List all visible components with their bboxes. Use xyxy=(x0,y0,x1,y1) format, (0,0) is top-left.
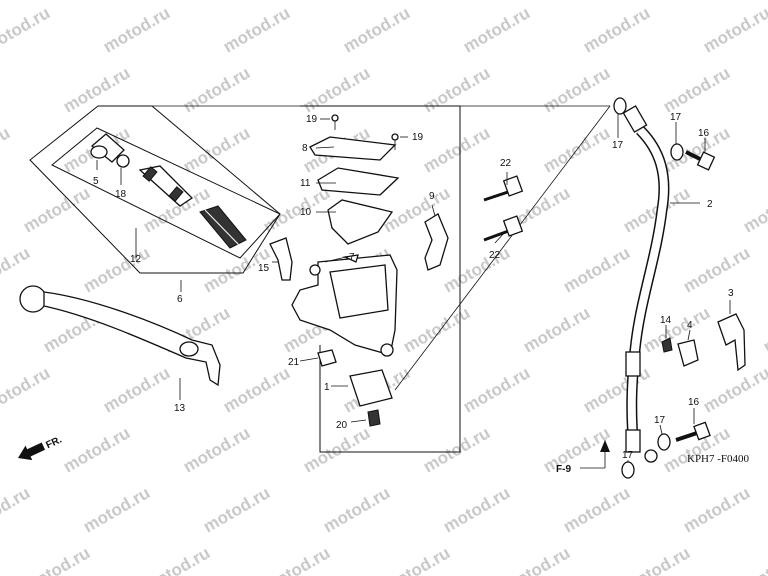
reservoir-cap-8 xyxy=(309,136,397,161)
holder-bolt-22 xyxy=(483,175,524,242)
master-cylinder-body xyxy=(291,254,398,357)
callout-10: 10 xyxy=(300,207,312,218)
callout-1: 1 xyxy=(324,382,330,393)
callout-4: 4 xyxy=(687,320,693,331)
brake-hose-2 xyxy=(622,105,670,463)
sealing-washer-17 xyxy=(657,433,671,451)
callout-19: 19 xyxy=(412,132,424,143)
callout-12: 12 xyxy=(130,254,142,265)
piston-12 xyxy=(138,165,194,207)
front-direction-arrow: FR. xyxy=(18,434,64,461)
callout-3: 3 xyxy=(728,288,734,299)
front-stop-switch-1 xyxy=(349,369,393,407)
assembly-frame-12 xyxy=(51,127,281,259)
brake-hose-bolt-16 xyxy=(675,150,716,442)
sealing-washer-17 xyxy=(670,143,684,161)
reference-label: F-9 xyxy=(556,464,571,475)
sealing-washer-17 xyxy=(613,97,627,115)
reference-arrow xyxy=(580,440,610,469)
callout-2: 2 xyxy=(707,199,713,210)
circlip-18 xyxy=(116,154,130,168)
callout-22: 22 xyxy=(500,158,512,169)
hose-clamp-4 xyxy=(677,339,699,367)
diagram-code: KPH7 -F0400 xyxy=(687,453,750,465)
master-cylinder-frame xyxy=(300,105,461,453)
callout-7: 7 xyxy=(349,252,355,263)
callout-11: 11 xyxy=(300,178,311,189)
diaphragm-plate-11 xyxy=(317,167,400,196)
pivot-bolt-15 xyxy=(269,237,293,281)
callout-8: 8 xyxy=(302,143,308,154)
master-cylinder-holder-9 xyxy=(424,213,449,271)
callout-15: 15 xyxy=(258,263,270,274)
callout-20: 20 xyxy=(336,420,348,431)
callout-16: 16 xyxy=(698,128,710,139)
svg-text:FR.: FR. xyxy=(44,434,63,451)
callout-17: 17 xyxy=(612,140,624,151)
callout-19: 19 xyxy=(306,114,318,125)
screw-19 xyxy=(331,114,399,150)
callout-17: 17 xyxy=(670,112,682,123)
brake-lever-13 xyxy=(19,285,221,387)
callout-13: 13 xyxy=(174,403,186,414)
callout-22: 22 xyxy=(489,250,501,261)
callout-14: 14 xyxy=(660,315,672,326)
nut-21 xyxy=(317,349,337,367)
assembly-frame-6 xyxy=(29,105,281,274)
callout-9: 9 xyxy=(429,191,435,202)
leader-lines xyxy=(96,114,731,462)
screw-20 xyxy=(367,409,381,427)
callout-21: 21 xyxy=(288,357,300,368)
clip-7 xyxy=(342,254,359,263)
sealing-washer-17 xyxy=(621,461,635,479)
callout-17: 17 xyxy=(654,415,666,426)
spring-12 xyxy=(199,205,247,249)
diaphragm-10 xyxy=(327,199,394,245)
callout-17: 17 xyxy=(622,450,634,461)
hose-clamp-3 xyxy=(717,313,746,372)
callout-6: 6 xyxy=(177,294,183,305)
bolt-14 xyxy=(661,337,673,353)
piston-boot-5 xyxy=(90,133,125,163)
callout-16: 16 xyxy=(688,397,700,408)
callout-18: 18 xyxy=(115,189,127,200)
callout-5: 5 xyxy=(93,176,99,187)
